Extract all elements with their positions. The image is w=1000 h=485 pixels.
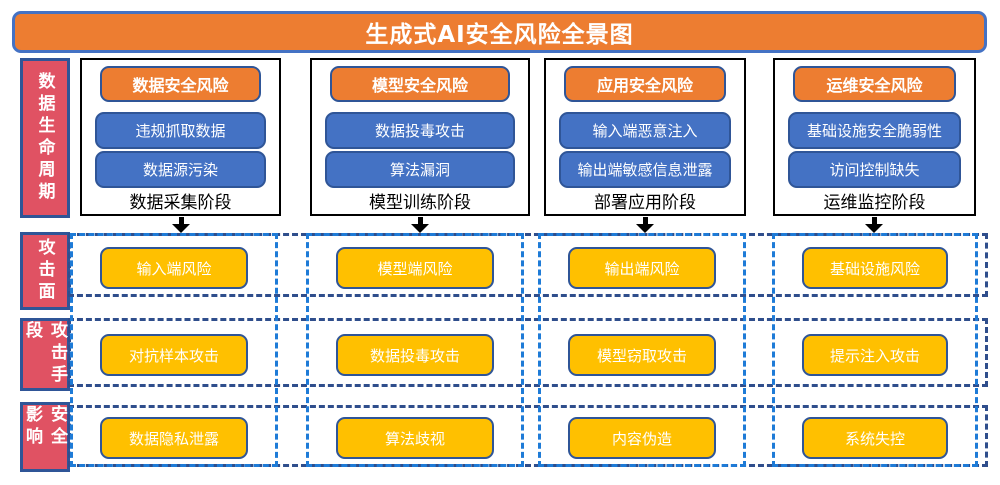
risk-item: 算法漏洞 bbox=[325, 151, 515, 188]
down-arrow-icon bbox=[411, 217, 429, 233]
row-band-security-impact bbox=[68, 405, 988, 467]
page-title: 生成式AI安全风险全景图 bbox=[12, 11, 987, 53]
down-arrow-icon bbox=[172, 217, 190, 233]
matrix-lane-model: 模型端风险 数据投毒攻击 算法歧视 bbox=[306, 233, 524, 467]
matrix-cell: 模型窃取攻击 bbox=[568, 334, 716, 376]
down-arrow-icon bbox=[636, 217, 654, 233]
risk-item: 输出端敏感信息泄露 bbox=[559, 151, 731, 188]
matrix-cell: 内容伪造 bbox=[568, 417, 716, 459]
matrix-cell: 对抗样本攻击 bbox=[100, 334, 248, 376]
column-header: 运维安全风险 bbox=[793, 66, 956, 102]
sidebar-label-attack-methods: 攻击手段 bbox=[20, 318, 70, 391]
row-band-attack-methods bbox=[68, 318, 988, 387]
matrix-cell: 提示注入攻击 bbox=[802, 334, 948, 376]
matrix-lane-data: 输入端风险 对抗样本攻击 数据隐私泄露 bbox=[70, 233, 278, 467]
sidebar-label-data-lifecycle: 数据生命周期 bbox=[20, 58, 70, 218]
matrix-cell: 算法歧视 bbox=[336, 417, 494, 459]
lifecycle-column-data: 数据安全风险 违规抓取数据 数据源污染 数据采集阶段 bbox=[80, 58, 281, 216]
matrix-cell: 数据隐私泄露 bbox=[100, 417, 248, 459]
risk-item: 数据源污染 bbox=[95, 151, 266, 188]
risk-item: 访问控制缺失 bbox=[788, 151, 961, 188]
risk-item: 输入端恶意注入 bbox=[559, 112, 731, 149]
column-header: 应用安全风险 bbox=[564, 66, 726, 102]
row-band-attack-surface bbox=[68, 233, 988, 297]
risk-item: 基础设施安全脆弱性 bbox=[788, 112, 961, 149]
stage-label: 模型训练阶段 bbox=[369, 192, 471, 213]
matrix-cell: 模型端风险 bbox=[336, 247, 494, 289]
matrix-cell: 输入端风险 bbox=[100, 247, 248, 289]
stage-label: 数据采集阶段 bbox=[129, 192, 232, 213]
matrix-cell: 系统失控 bbox=[802, 417, 948, 459]
stage-label: 部署应用阶段 bbox=[594, 192, 696, 213]
sidebar-label-attack-surface: 攻击面 bbox=[20, 232, 70, 310]
matrix-cell: 输出端风险 bbox=[568, 247, 716, 289]
sidebar-label-security-impact: 安全影响 bbox=[20, 402, 70, 472]
column-header: 模型安全风险 bbox=[330, 66, 510, 102]
risk-item: 数据投毒攻击 bbox=[325, 112, 515, 149]
matrix-lane-operations: 基础设施风险 提示注入攻击 系统失控 bbox=[772, 233, 978, 467]
down-arrow-icon bbox=[865, 217, 883, 233]
matrix-cell: 数据投毒攻击 bbox=[336, 334, 494, 376]
lifecycle-column-model: 模型安全风险 数据投毒攻击 算法漏洞 模型训练阶段 bbox=[310, 58, 530, 216]
stage-label: 运维监控阶段 bbox=[823, 192, 926, 213]
lifecycle-column-application: 应用安全风险 输入端恶意注入 输出端敏感信息泄露 部署应用阶段 bbox=[544, 58, 746, 216]
matrix-cell: 基础设施风险 bbox=[802, 247, 948, 289]
matrix-lane-application: 输出端风险 模型窃取攻击 内容伪造 bbox=[538, 233, 746, 467]
risk-item: 违规抓取数据 bbox=[95, 112, 266, 149]
lifecycle-column-operations: 运维安全风险 基础设施安全脆弱性 访问控制缺失 运维监控阶段 bbox=[773, 58, 976, 216]
column-header: 数据安全风险 bbox=[100, 66, 261, 102]
